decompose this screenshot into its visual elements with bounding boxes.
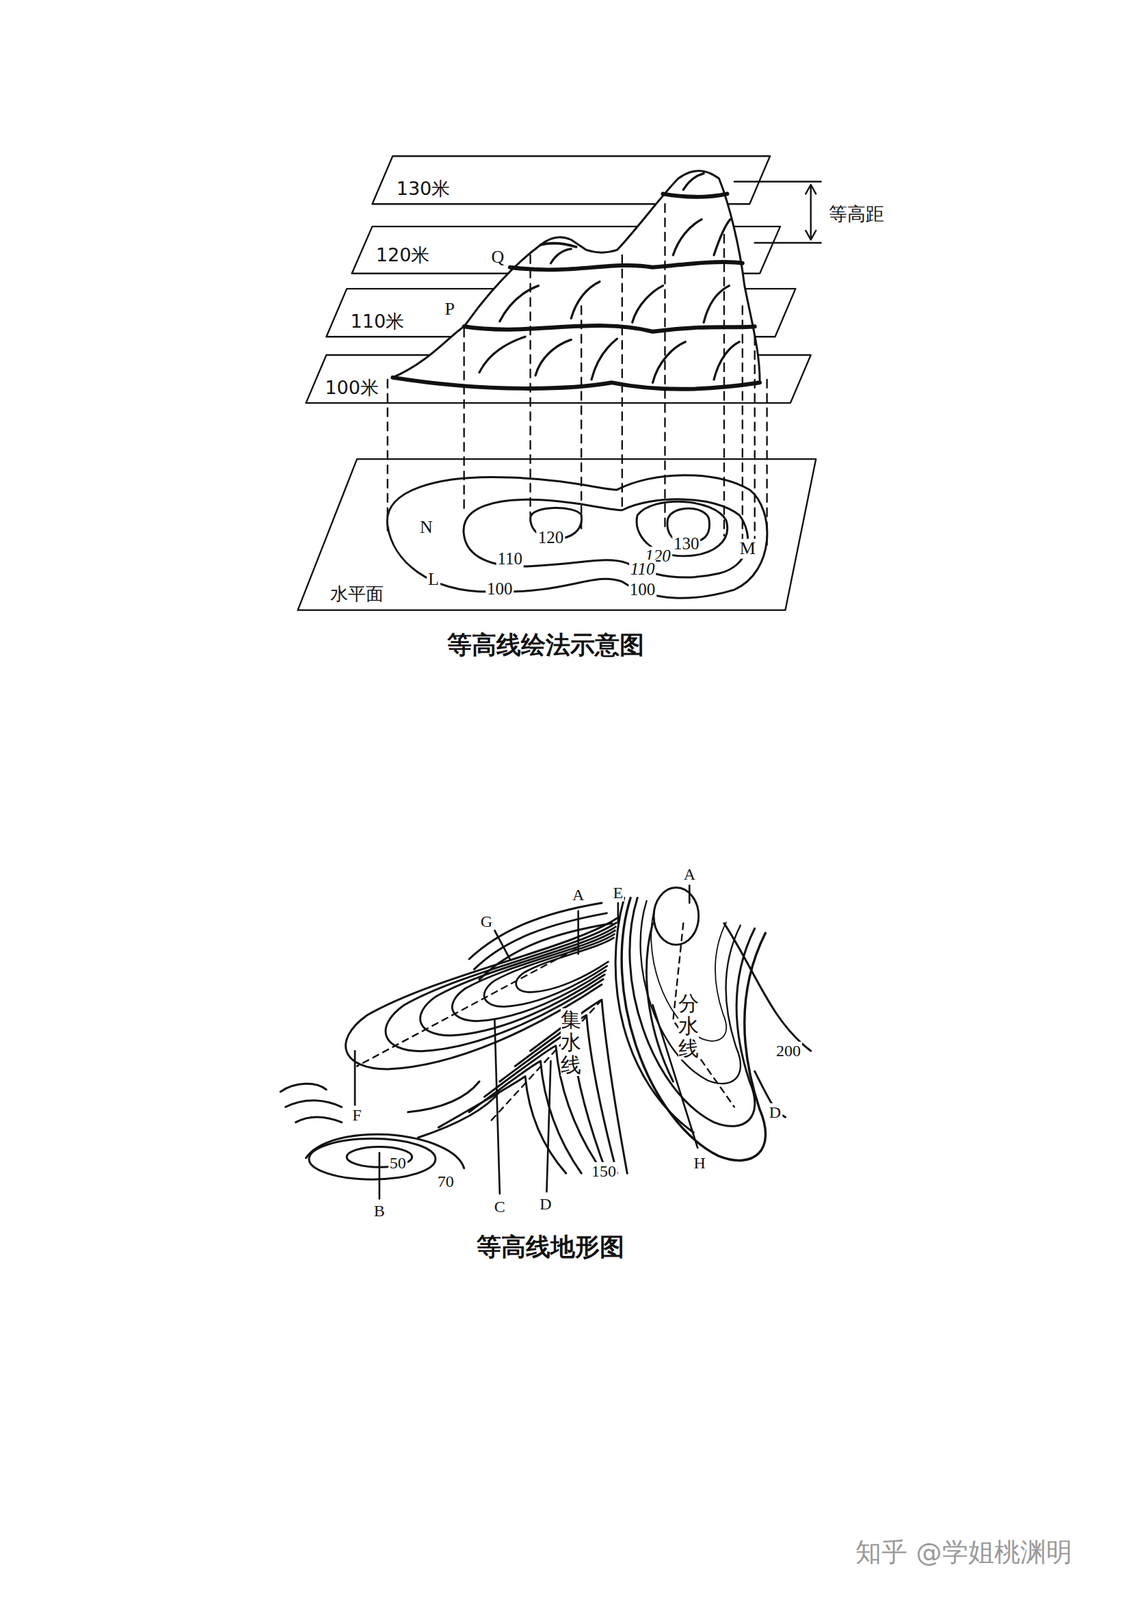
ridge-line-label: 分水线 (678, 991, 699, 1060)
horizontal-plane (298, 458, 817, 610)
watermark: 知乎 @学姐桃渊明 (855, 1537, 1072, 1567)
interval-label: 等高距 (827, 203, 886, 225)
contour-value: 100 (628, 579, 658, 600)
contour-value: 70 (436, 1172, 456, 1190)
point-letter: N (418, 517, 435, 538)
point-letter: E (611, 883, 625, 902)
figure-caption: 等高线绘法示意图 (447, 631, 645, 659)
point-letter: Q (490, 247, 507, 268)
point-letter: L (426, 569, 441, 590)
point-letter: A (682, 865, 697, 883)
valley-line-label: 集水线 (560, 1007, 582, 1076)
point-letter: G (479, 912, 494, 930)
dashed-lines (356, 923, 735, 1123)
plane-label: 110米 (349, 311, 407, 332)
point-letter: B (372, 1201, 387, 1220)
point-letter: D (767, 1102, 783, 1121)
contour-lines (280, 887, 811, 1180)
point-letter: M (738, 538, 757, 559)
point-letter: A (570, 885, 586, 904)
point-letter: C (493, 1197, 507, 1216)
contour-value: 100 (485, 579, 515, 599)
contour-value: 110 (629, 560, 657, 580)
point-letter: D (538, 1194, 553, 1213)
mountain (392, 170, 760, 390)
projection-lines (387, 203, 768, 551)
plane-label: 水平面 (328, 583, 385, 604)
contour-value: 150 (590, 1161, 618, 1180)
point-letter: H (692, 1153, 708, 1172)
contour-value: 200 (774, 1041, 803, 1060)
contour-value: 130 (672, 534, 701, 554)
figure-caption: 等高线地形图 (476, 1232, 625, 1261)
point-letter: P (443, 299, 457, 320)
plane-label: 130米 (395, 178, 452, 199)
contour-value: 120 (536, 527, 566, 548)
point-letter: F (350, 1105, 363, 1124)
plane-label: 100米 (323, 377, 381, 398)
contour-value: 50 (388, 1153, 408, 1172)
rock-hatching (479, 173, 740, 383)
plane-label: 120米 (374, 244, 432, 266)
contour-value: 110 (496, 549, 525, 569)
section-lines (354, 885, 698, 1199)
